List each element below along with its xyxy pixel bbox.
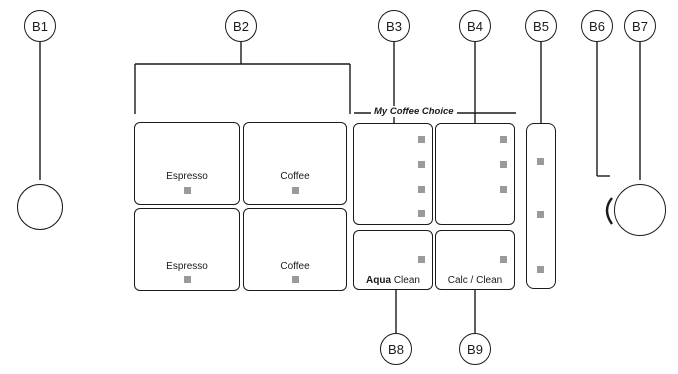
coffee-led [292,187,299,194]
coffee-button[interactable]: Coffee [243,122,347,205]
callout-b2: B2 [225,10,257,42]
calc-clean-button[interactable]: Calc / Clean [435,230,515,290]
calc-clean-led [500,256,507,263]
status-indicator-strip [526,123,556,289]
espresso-label: Espresso [166,171,208,182]
double-espresso-label: Espresso [166,261,208,272]
b6-indicator-arc [605,197,613,225]
callout-b9: B9 [459,333,491,365]
callout-b6: B6 [581,10,613,42]
coffee-quantity-button[interactable] [435,123,515,225]
quantity-led-1 [500,136,507,143]
aqua-clean-label: Aqua Clean [354,275,432,286]
callout-b4: B4 [459,10,491,42]
aqua-clean-label-bold: Aqua [366,275,392,286]
grounds-container-led [537,211,544,218]
aqua-clean-label-rest: Clean [393,275,420,286]
espresso-button[interactable]: Espresso [134,122,240,205]
aroma-led-2 [418,161,425,168]
aroma-led-3 [418,186,425,193]
double-coffee-button[interactable]: Coffee [243,208,347,291]
aqua-clean-led [418,256,425,263]
ground-coffee-led [418,210,425,217]
aqua-clean-button[interactable]: Aqua Clean [353,230,433,290]
callout-b1: B1 [24,10,56,42]
my-coffee-choice-label: My Coffee Choice [371,106,457,117]
espresso-led [184,187,191,194]
quantity-led-2 [500,161,507,168]
quantity-led-3 [500,186,507,193]
double-espresso-led [184,276,191,283]
double-espresso-button[interactable]: Espresso [134,208,240,291]
callout-b3: B3 [378,10,410,42]
warning-led [537,266,544,273]
aroma-led-1 [418,136,425,143]
water-tank-led [537,158,544,165]
double-coffee-led [292,276,299,283]
double-coffee-label: Coffee [280,261,310,272]
callout-b5: B5 [525,10,557,42]
callout-b8: B8 [380,333,412,365]
callout-b7: B7 [624,10,656,42]
coffee-label: Coffee [280,171,310,182]
start-stop-button[interactable] [614,184,666,236]
calc-clean-label: Calc / Clean [447,275,503,286]
power-button[interactable] [17,184,63,230]
aroma-strength-button[interactable] [353,123,433,225]
